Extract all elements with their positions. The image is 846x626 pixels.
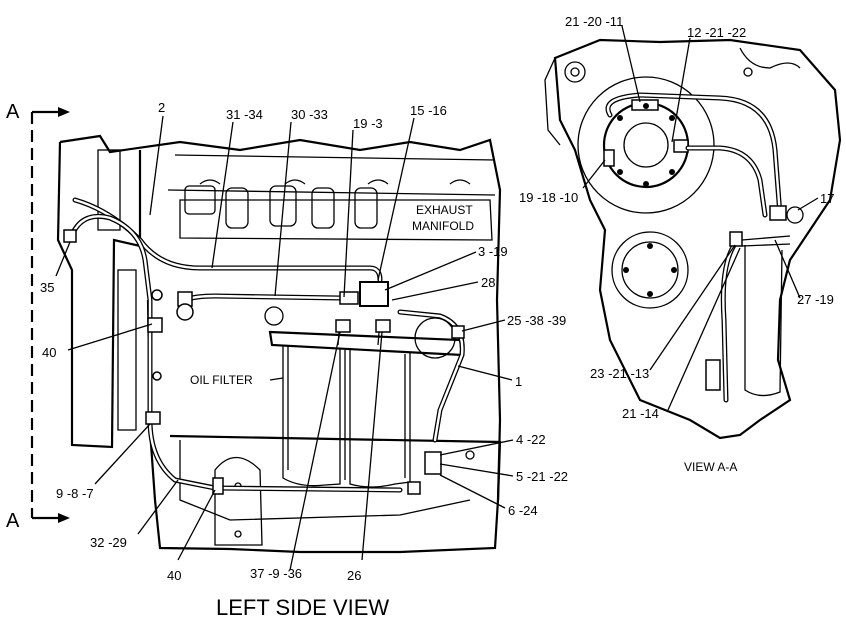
- timing-cover-plate: [97, 149, 121, 231]
- oil-filter-right: [349, 348, 411, 488]
- exhaust-port: [225, 187, 249, 229]
- section-marker: A A: [6, 101, 70, 532]
- oil-filter-leader: [269, 377, 284, 381]
- callout-28: 28: [481, 275, 495, 290]
- callout-5-21-22: 5 -21 -22: [516, 469, 568, 484]
- callout-2: 2: [158, 100, 165, 115]
- housing-boss: [564, 61, 586, 83]
- oil-filter-base: [268, 330, 464, 357]
- clip: [212, 477, 224, 495]
- lower-elbow: [407, 481, 421, 495]
- view-aa-tube-inner: [685, 145, 768, 218]
- callout-3-19: 3 -19: [478, 244, 508, 259]
- callout-21-14: 21 -14: [622, 406, 659, 421]
- leader-lines: [55, 115, 514, 571]
- left-side-view-title: LEFT SIDE VIEW: [216, 595, 389, 620]
- exhaust-port: [354, 187, 378, 229]
- front-fitting: [63, 229, 77, 243]
- callout-40-upper: 40: [42, 345, 56, 360]
- exhaust-port: [269, 185, 297, 227]
- callout-32-29: 32 -29: [90, 535, 127, 550]
- valve-block: [359, 281, 389, 307]
- exhaust-port: [311, 187, 335, 229]
- tee-fitting: [339, 291, 359, 305]
- exhaust-manifold-label-line2: MANIFOLD: [412, 219, 474, 233]
- drain-plug: [465, 450, 475, 460]
- oil-lines: [63, 197, 465, 495]
- view-aa-fitting: [769, 205, 787, 221]
- callout-25-38-39: 25 -38 -39: [507, 313, 566, 328]
- callout-21-20-11: 21 -20 -11: [565, 14, 623, 29]
- callout-35: 35: [40, 280, 54, 295]
- callout-1: 1: [515, 374, 522, 389]
- connector-fitting: [335, 319, 351, 333]
- lower-gear: [611, 231, 689, 309]
- callout-40-lower: 40: [167, 568, 181, 583]
- exhaust-manifold: [179, 179, 493, 241]
- view-aa-title: VIEW A-A: [684, 460, 737, 474]
- banjo-fitting: [176, 303, 194, 321]
- pump-hub: [623, 122, 669, 168]
- callout-31-34: 31 -34: [226, 107, 263, 122]
- oil-filter-label: OIL FILTER: [190, 373, 253, 387]
- section-arrow-bottom-head: [58, 513, 70, 523]
- callout-26: 26: [347, 568, 361, 583]
- connector-fitting: [375, 319, 391, 333]
- section-marker-top-label: A: [6, 101, 20, 123]
- section-arrow-top-head: [58, 107, 70, 117]
- view-aa-fitting: [729, 231, 743, 247]
- exhaust-manifold-label-line1: EXHAUST: [416, 203, 473, 217]
- engine-block-outline: [59, 134, 502, 554]
- view-aa-tube-outer: [605, 92, 783, 218]
- view-aa-bracket: [705, 359, 721, 391]
- callouts-main: 2 31 -34 30 -33 19 -3 15 -16 3 -19 28 25…: [40, 100, 568, 583]
- callout-15-16: 15 -16: [410, 103, 447, 118]
- view-aa-canister: [744, 245, 783, 397]
- oil-pan-rail: [169, 434, 502, 501]
- callout-30-33: 30 -33: [291, 107, 328, 122]
- lower-fitting: [424, 451, 442, 475]
- exhaust-port: [184, 185, 216, 215]
- view-aa-sensor: [786, 206, 804, 224]
- front-cover: [56, 141, 142, 449]
- callout-12-21-22: 12 -21 -22: [687, 25, 746, 40]
- gear-housing: [577, 76, 715, 214]
- pan-access-cover: [214, 456, 263, 546]
- bolt: [264, 306, 284, 326]
- clip: [145, 411, 161, 425]
- engine-left-side-view: A A: [6, 100, 568, 620]
- oil-filter-left: [282, 345, 341, 487]
- front-bracket: [117, 269, 137, 431]
- housing-outline: [553, 38, 842, 440]
- callout-4-22: 4 -22: [516, 432, 546, 447]
- elbow-fitting: [451, 325, 465, 339]
- callout-27-19: 27 -19: [797, 292, 834, 307]
- callout-6-24: 6 -24: [508, 503, 538, 518]
- callout-9-8-7: 9 -8 -7: [56, 486, 94, 501]
- callout-37-9-36: 37 -9 -36: [250, 566, 302, 581]
- oil-filter-group: OIL FILTER: [190, 306, 464, 488]
- view-aa: 21 -20 -11 12 -21 -22 19 -18 -10 17 27 -…: [519, 14, 842, 474]
- head-gasket-line: [167, 189, 496, 196]
- callout-19-18-10: 19 -18 -10: [519, 190, 578, 205]
- callout-19-3: 19 -3: [353, 116, 383, 131]
- valve-cover-ridge: [174, 154, 496, 161]
- section-marker-bottom-label: A: [6, 510, 20, 532]
- callout-23-21-13: 23 -21 -13: [590, 366, 649, 381]
- callout-17: 17: [820, 191, 834, 206]
